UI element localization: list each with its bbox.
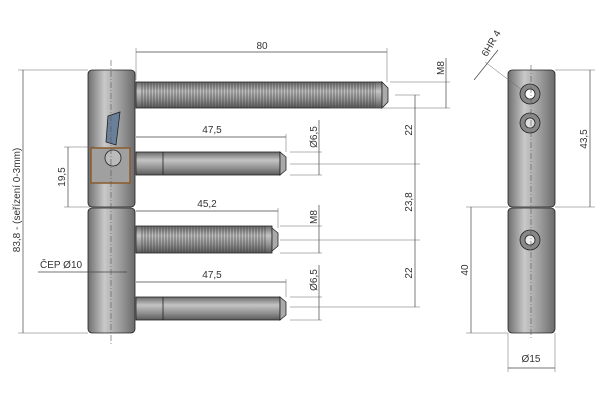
dim-23-8: 23,8 <box>404 192 415 212</box>
dim-45-2: 45,2 <box>197 199 217 210</box>
pin-diameter-label: ČEP Ø10 <box>40 258 82 271</box>
dim-22-top: 22 <box>404 124 415 136</box>
dim-80: 80 <box>256 41 268 52</box>
dimensions: 80 47,5 45,2 47,5 M8 Ø6,5 M8 Ø6,5 22 23,… <box>12 41 450 334</box>
dim-m8-second: M8 <box>309 210 320 224</box>
dim-22-bottom: 22 <box>404 267 415 279</box>
dim-47-5-top: 47,5 <box>202 125 222 136</box>
dim-43-5: 43,5 <box>579 129 590 149</box>
hex-socket-icon <box>519 112 541 134</box>
front-upper-body <box>507 69 556 208</box>
pin-1 <box>135 151 281 176</box>
dim-d6-5-top: Ø6,5 <box>309 126 320 148</box>
dim-d15: Ø15 <box>522 354 541 365</box>
dim-d6-5-bottom: Ø6,5 <box>309 269 320 291</box>
dim-40: 40 <box>460 264 471 276</box>
front-lower-body <box>507 207 556 334</box>
hex-socket-icon <box>519 229 541 251</box>
dim-hex-key: 6HR 4 <box>480 28 504 58</box>
hex-socket-icon <box>519 83 541 105</box>
pin-2 <box>135 296 281 321</box>
side-view <box>87 60 389 345</box>
dim-m8-top: M8 <box>436 61 447 75</box>
dim-19-5: 19,5 <box>57 167 68 187</box>
front-view: 43,5 40 Ø15 6HR 4 <box>460 28 595 372</box>
dim-total-height: 83,8 - (seřízení 0-3mm) <box>12 148 23 252</box>
dim-47-5-bottom: 47,5 <box>202 270 222 281</box>
lower-body <box>87 207 136 334</box>
